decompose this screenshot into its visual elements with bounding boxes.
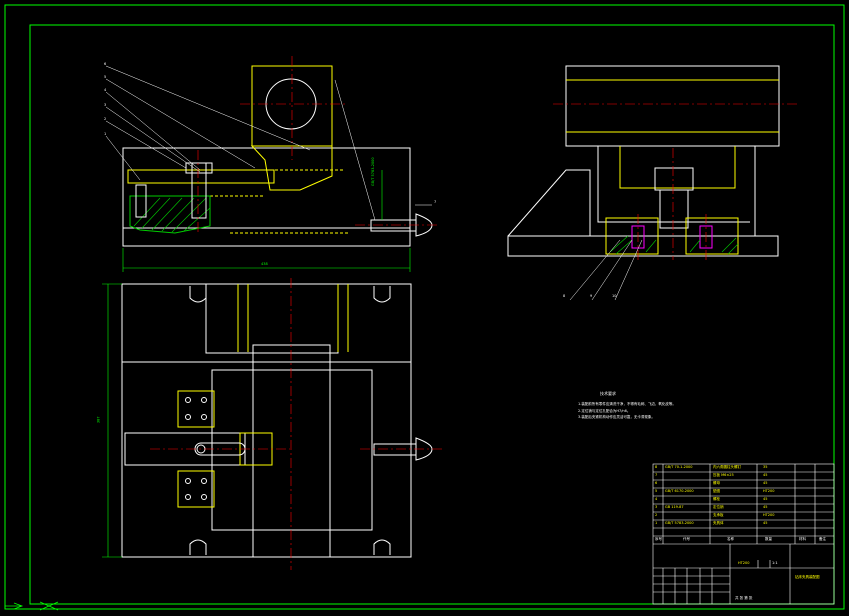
- bom-row-no: 7: [655, 473, 658, 477]
- balloon-6: 6: [104, 62, 107, 66]
- bom-header-remark: 备注: [819, 537, 826, 541]
- dim-side-note: GB/T 5783-2000: [371, 157, 375, 186]
- dim-plan-height: 387: [96, 416, 101, 424]
- note-line-1: 1.装配前所有零件应清洗干净，不得有毛刺、飞边、氧化皮等。: [578, 402, 676, 406]
- balloon-2: 2: [104, 117, 107, 121]
- clamp-plate: [127, 169, 275, 184]
- plan-view: [102, 278, 445, 570]
- bom-row-name: 压板 M6×25: [713, 473, 734, 477]
- bom-row-code: GB/T 70.1-2000: [665, 465, 693, 469]
- bom-header-name: 名称: [727, 537, 734, 541]
- outer-frame: [4, 4, 845, 610]
- bom-row-name: 支承板: [713, 513, 724, 517]
- note-line-2: 2.定位销与定位孔配合为H7/n6。: [578, 408, 631, 413]
- bom-row-name: 螺栓: [713, 497, 720, 501]
- bom-row-no: 5: [655, 489, 658, 493]
- bom-row-no: 3: [655, 505, 658, 509]
- bom-row-no: 4: [655, 497, 658, 501]
- title-material: HT200: [738, 561, 750, 565]
- bom-row-code: GB 119-87: [665, 505, 684, 509]
- inner-frame: [29, 24, 835, 605]
- bom-row-name: 定位销: [713, 505, 724, 509]
- title-block: [652, 463, 835, 605]
- drawing-sheet: 共 张 第 张: [735, 596, 753, 600]
- bom-row-material: 45: [763, 481, 768, 485]
- balloon-9: 9: [590, 294, 593, 298]
- plan-outline: [121, 283, 412, 558]
- side-top-block: [565, 65, 780, 147]
- bom-table: 8 GB/T 70.1-2000 内六角圆柱头螺钉 35 7 压板 M6×25 …: [653, 464, 834, 544]
- bom-row-name: 夹具体: [713, 521, 724, 525]
- side-screw: [370, 219, 417, 232]
- dim-front-width: 438: [261, 262, 268, 266]
- front-view: [105, 56, 440, 272]
- side-base: [507, 235, 779, 257]
- bom-row-name: 垫圈: [713, 489, 720, 493]
- pin-plate-lower: [177, 470, 215, 508]
- frame-arrow-marks: [5, 601, 59, 611]
- drawing-title: 钻床夹具装配图: [795, 575, 820, 579]
- bom-row-material: HT200: [763, 513, 775, 517]
- balloon-10: 10: [612, 294, 617, 298]
- bom-row-name: 内六角圆柱头螺钉: [713, 465, 741, 469]
- bom-row-material: HT200: [763, 489, 775, 493]
- balloon-1: 1: [104, 132, 107, 136]
- balloon-5: 5: [104, 75, 107, 79]
- bom-row-code: GB/T 6170-2000: [665, 489, 694, 493]
- balloon-7: 7: [434, 200, 437, 204]
- notes-heading: 技术要求: [600, 391, 616, 396]
- technical-notes: 技术要求 1.装配前所有零件应清洗干净，不得有毛刺、飞边、氧化皮等。 2.定位销…: [578, 392, 718, 420]
- bom-header-no: 序号: [655, 537, 662, 541]
- balloon-3: 3: [104, 103, 107, 107]
- note-line-3: 3.装配后夹紧机构动作应灵活可靠，无卡滞现象。: [578, 415, 655, 419]
- bom-header-code: 代号: [683, 537, 690, 541]
- bom-header-qty: 数量: [765, 537, 772, 541]
- drawing-scale: 1:1: [772, 561, 778, 565]
- bom-header-material: 材料: [799, 537, 806, 541]
- bom-row-material: 45: [763, 521, 768, 525]
- pin-plate-upper: [177, 390, 215, 428]
- bom-row-material: 45: [763, 473, 768, 477]
- plan-center-slot: [252, 344, 331, 558]
- bom-row-no: 2: [655, 513, 658, 517]
- balloon-4: 4: [104, 88, 107, 92]
- bom-row-name: 螺母: [713, 481, 720, 485]
- bom-row-no: 1: [655, 521, 658, 525]
- balloon-8: 8: [563, 294, 566, 298]
- bom-row-no: 6: [655, 481, 658, 485]
- bom-row-no: 8: [655, 465, 658, 469]
- bom-row-material: 45: [763, 505, 768, 509]
- bom-row-material: 45: [763, 497, 768, 501]
- hatched-section: [129, 195, 211, 234]
- front-main-body: [122, 147, 411, 228]
- bom-row-code: GB/T 5783-2000: [665, 521, 694, 525]
- front-base-plate: [122, 227, 411, 247]
- bom-row-material: 35: [763, 465, 768, 469]
- side-view: [507, 65, 798, 301]
